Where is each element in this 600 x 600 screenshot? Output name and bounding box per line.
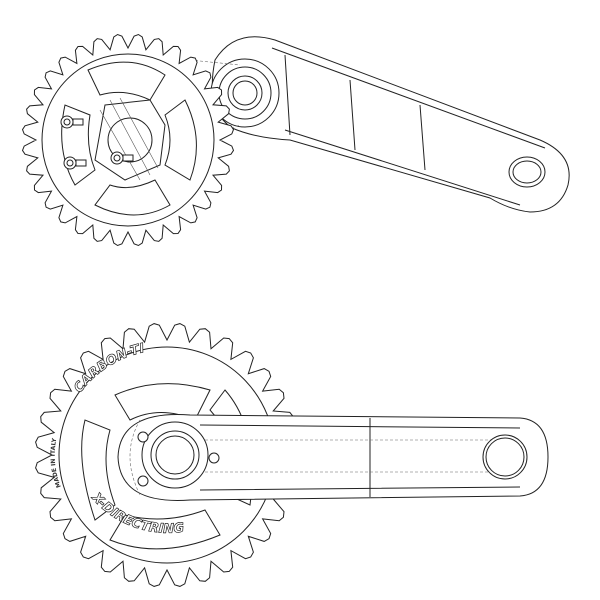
chainring-bolt — [208, 452, 220, 464]
chainring-exploded — [21, 33, 235, 247]
crank-arm-assembled — [117, 414, 549, 501]
chainring-bolt — [137, 431, 149, 443]
chainring-bolt — [60, 115, 84, 129]
chainring-bolt — [63, 156, 87, 170]
chainring-bolt — [137, 475, 149, 487]
exploded-view — [21, 33, 570, 247]
crank-arm-exploded — [169, 36, 570, 213]
chainring-bolt — [110, 151, 134, 165]
assembled-view: CARBON-TI X-DIRECTRING MADE IN ITALY — [35, 323, 549, 587]
